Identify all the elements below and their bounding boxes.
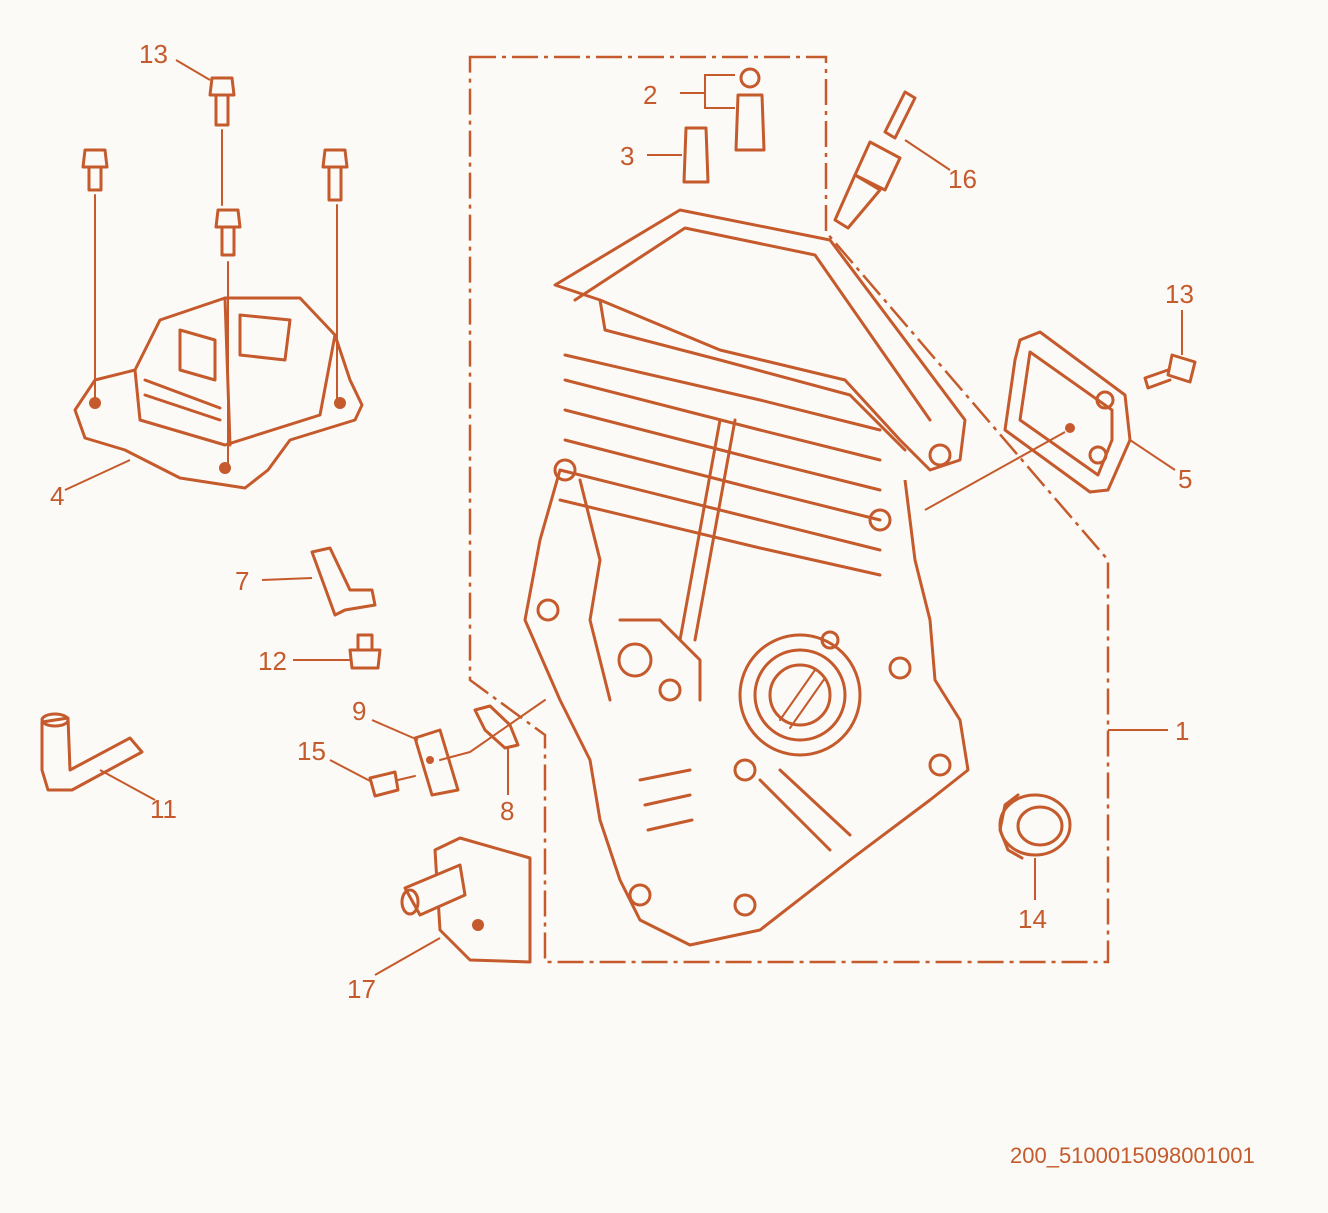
- label-7: 7: [235, 566, 249, 596]
- part-2-3-tappets: [682, 67, 766, 184]
- label-2: 2: [643, 80, 657, 110]
- label-13-top: 13: [139, 39, 168, 69]
- label-4: 4: [50, 481, 64, 511]
- label-9: 9: [352, 696, 366, 726]
- part-7-bracket: [310, 546, 377, 617]
- part-11-elbow-tube: [40, 712, 144, 792]
- part-17-breather-cover: [400, 836, 532, 964]
- label-15: 15: [297, 736, 326, 766]
- label-13-right: 13: [1165, 279, 1194, 309]
- part-15-screw: [368, 699, 546, 798]
- label-17: 17: [347, 974, 376, 1004]
- label-3: 3: [620, 141, 634, 171]
- part-5-breather-plate: [1003, 330, 1132, 494]
- label-11: 11: [150, 794, 177, 824]
- part-1-crankcase: [523, 208, 970, 947]
- label-1: 1: [1175, 716, 1189, 746]
- assembly-boundary: [468, 55, 1110, 964]
- diagram-code: 200_5100015098001001: [1010, 1143, 1255, 1168]
- label-8: 8: [500, 796, 514, 826]
- label-14: 14: [1018, 904, 1047, 934]
- part-14-oil-seal: [998, 793, 1072, 860]
- part-12-plug: [348, 633, 382, 670]
- part-16-spark-plug: [833, 90, 917, 230]
- part-9-plate: [413, 728, 460, 797]
- label-5: 5: [1178, 464, 1192, 494]
- part-8-clip: [473, 704, 520, 750]
- part-4-valve-cover: [73, 296, 364, 490]
- part-13-side-bolt: [1143, 353, 1197, 390]
- label-12: 12: [258, 646, 287, 676]
- leader-lines: [64, 59, 1183, 976]
- part-labels: 13 2 3 16 13 4 5 7 12 9 1 15 8 11 14 17: [50, 39, 1194, 1004]
- part-13-cover-bolts: [81, 76, 349, 466]
- label-16: 16: [948, 164, 977, 194]
